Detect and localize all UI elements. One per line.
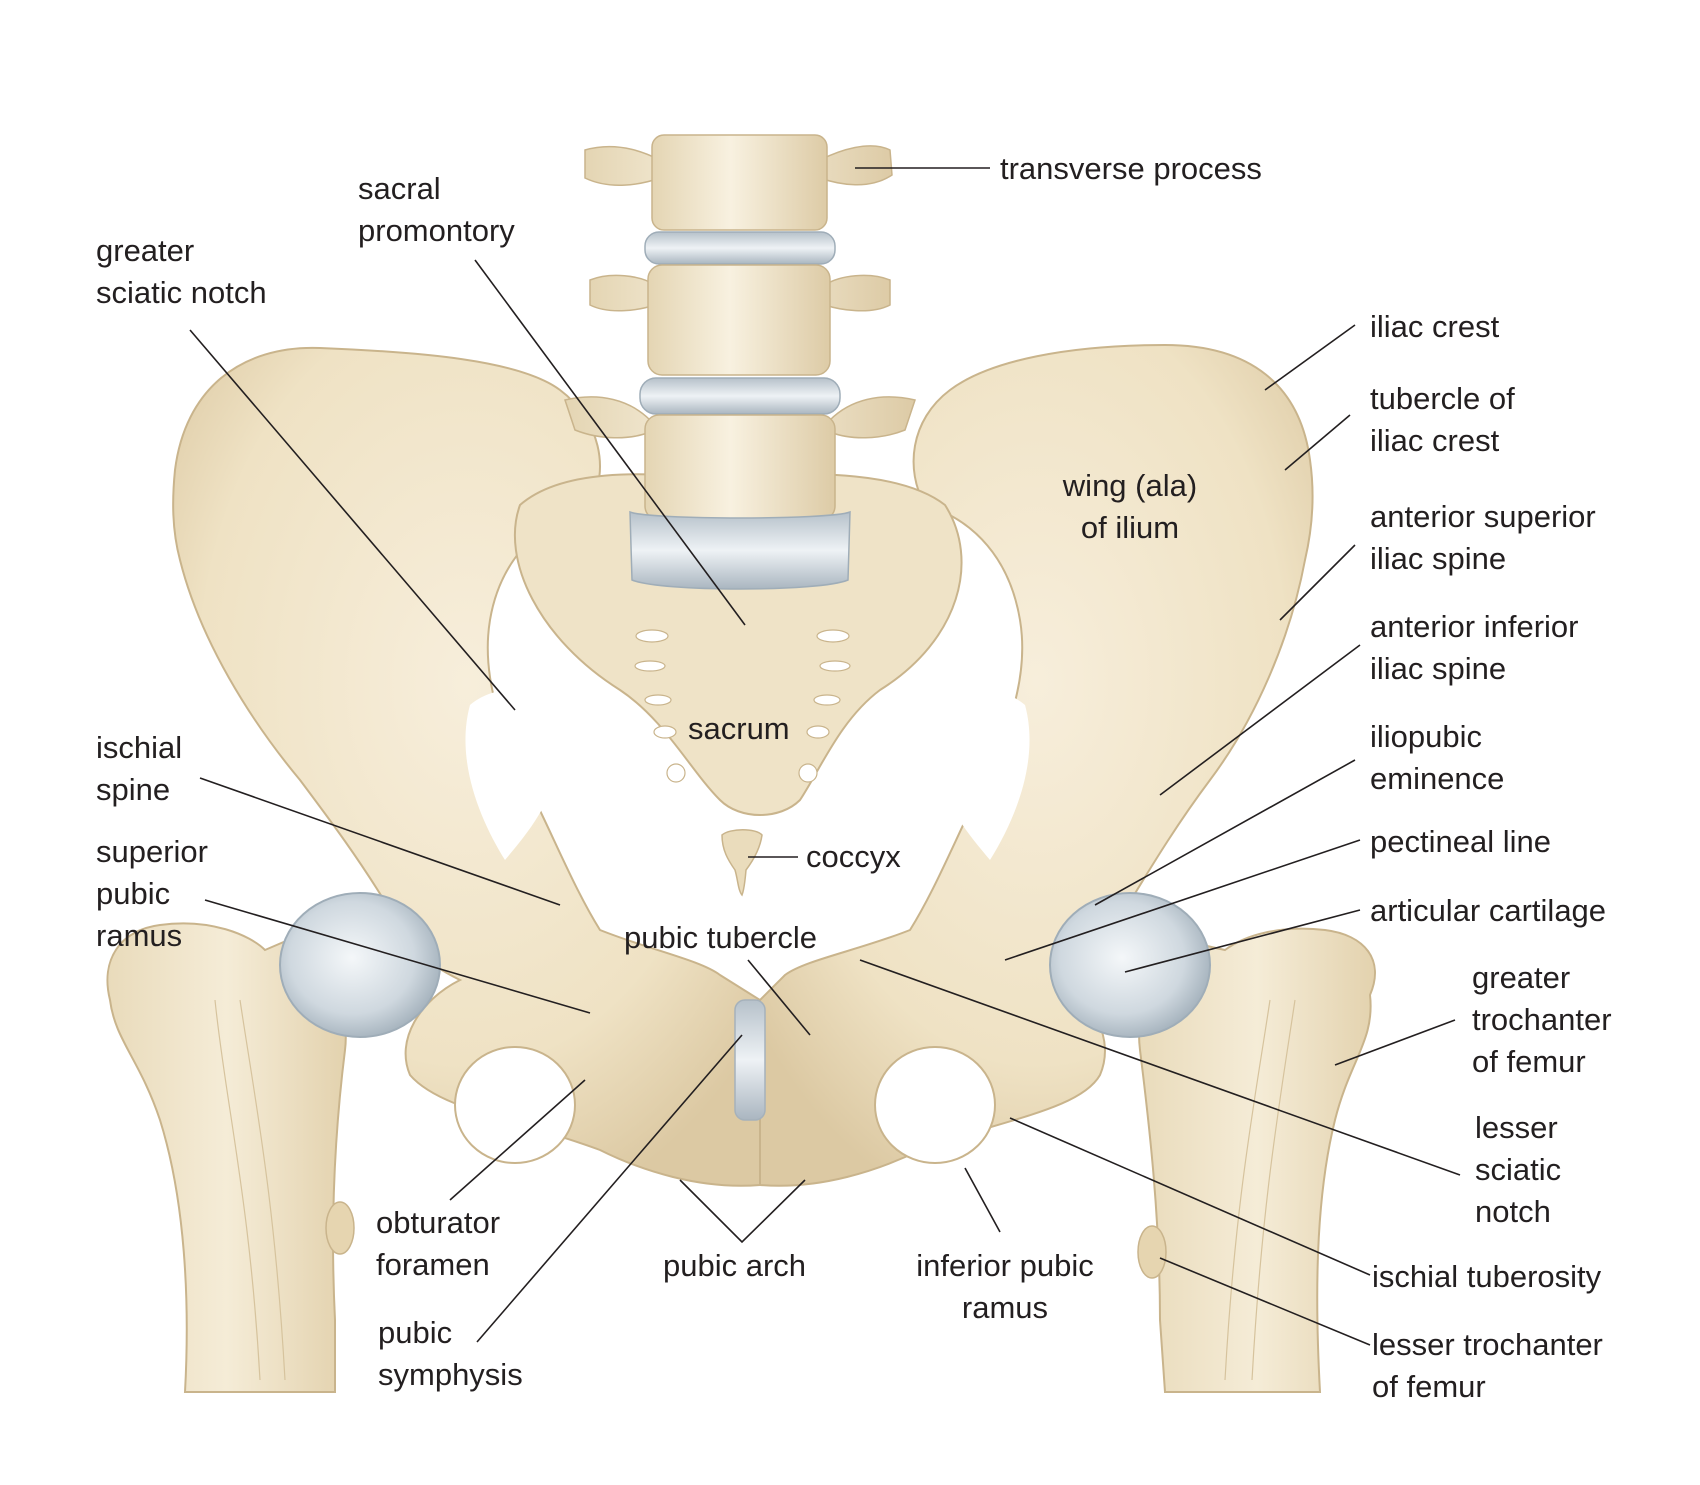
label-line: promontory (358, 213, 515, 248)
leader-ischial-tuberosity (1009, 1117, 1371, 1276)
label-anterior-inferior-iliac-spine: anterior inferior iliac spine (1370, 606, 1578, 690)
leader-greater-sciatic-notch (189, 329, 516, 711)
leader-obturator-foramen (449, 1079, 586, 1201)
label-line: iliac crest (1370, 423, 1500, 458)
leader-pubic-symphysis (476, 1034, 743, 1343)
label-line: sciatic notch (96, 275, 267, 310)
label-line: trochanter (1472, 1002, 1612, 1037)
leader-pubic-arch (679, 1179, 806, 1244)
label-line: iliac spine (1370, 541, 1507, 576)
right-sciatic-notch (934, 690, 1030, 860)
label-line: of ilium (1080, 510, 1180, 545)
label-line: sacrum (688, 711, 790, 746)
label-line: anterior inferior (1370, 609, 1579, 644)
leader-pectineal-line (1004, 839, 1361, 961)
label-line: of femur (1472, 1044, 1586, 1079)
leader-lines (189, 167, 1461, 1346)
leader-superior-pubic-ramus (204, 899, 591, 1014)
label-line: spine (96, 772, 171, 807)
leader-aiis (1159, 644, 1361, 796)
label-iliopubic-eminence: iliopubic eminence (1370, 716, 1504, 800)
leader-greater-trochanter (1334, 1019, 1456, 1066)
label-pubic-arch: pubic arch (663, 1245, 806, 1287)
label-superior-pubic-ramus: superior pubic ramus (96, 831, 208, 957)
right-hip-bone (759, 343, 1314, 1187)
label-pubic-tubercle: pubic tubercle (624, 917, 817, 959)
label-wing-of-ilium: wing (ala) of ilium (1050, 465, 1210, 549)
label-line: sciatic (1475, 1152, 1562, 1187)
label-greater-trochanter: greater trochanter of femur (1472, 957, 1612, 1083)
label-anterior-superior-iliac-spine: anterior superior iliac spine (1370, 496, 1596, 580)
leader-iliac-crest (1264, 324, 1356, 391)
label-line: wing (ala) (1062, 468, 1198, 503)
label-line: inferior pubic (916, 1248, 1094, 1283)
leader-asis (1279, 544, 1356, 621)
label-transverse-process: transverse process (1000, 148, 1262, 190)
label-sacrum: sacrum (688, 708, 790, 750)
label-line: greater (1472, 960, 1571, 995)
label-line: coccyx (806, 839, 901, 874)
pubic-symphysis-cartilage (734, 999, 766, 1121)
label-line: symphysis (378, 1357, 523, 1392)
label-sacral-promontory: sacral promontory (358, 168, 515, 252)
left-femoral-head (279, 892, 441, 1038)
label-line: articular cartilage (1370, 893, 1607, 928)
leader-tubercle-iliac-crest (1284, 414, 1351, 471)
label-line: pectineal line (1370, 824, 1551, 859)
label-line: lesser trochanter (1372, 1327, 1603, 1362)
leader-inferior-pubic-ramus (964, 1167, 1001, 1233)
label-line: iliac crest (1370, 309, 1500, 344)
label-ischial-spine: ischial spine (96, 727, 182, 811)
left-femur (106, 922, 355, 1393)
leader-iliopubic-eminence (1094, 759, 1356, 906)
label-inferior-pubic-ramus: inferior pubic ramus (900, 1245, 1110, 1329)
label-line: ischial tuberosity (1372, 1259, 1602, 1294)
label-line: anterior superior (1370, 499, 1596, 534)
label-line: of femur (1372, 1369, 1486, 1404)
label-line: pubic (378, 1315, 453, 1350)
label-coccyx: coccyx (806, 836, 901, 878)
label-line: ramus (961, 1290, 1049, 1325)
label-lesser-trochanter: lesser trochanter of femur (1372, 1324, 1603, 1408)
leader-sacral-promontory (474, 259, 746, 626)
leader-articular-cartilage (1124, 909, 1361, 973)
label-pubic-symphysis: pubic symphysis (378, 1312, 523, 1396)
label-line: tubercle of (1370, 381, 1515, 416)
label-lesser-sciatic-notch: lesser sciatic notch (1475, 1107, 1561, 1233)
label-line: iliopubic (1370, 719, 1483, 754)
label-obturator-foramen: obturator foramen (376, 1202, 500, 1286)
leader-pubic-tubercle (747, 959, 811, 1036)
label-line: superior (96, 834, 208, 869)
left-hip-bone (172, 346, 761, 1187)
label-line: foramen (376, 1247, 490, 1282)
label-iliac-crest: iliac crest (1370, 306, 1499, 348)
label-pectineal-line: pectineal line (1370, 821, 1551, 863)
label-line: ischial (96, 730, 183, 765)
label-line: transverse process (1000, 151, 1262, 186)
label-tubercle-iliac-crest: tubercle of iliac crest (1370, 378, 1515, 462)
label-line: lesser (1475, 1110, 1558, 1145)
lumbar-vertebrae (564, 134, 916, 590)
label-line: pubic tubercle (624, 920, 818, 955)
label-ischial-tuberosity: ischial tuberosity (1372, 1256, 1601, 1298)
leader-ischial-spine (199, 777, 561, 906)
label-line: notch (1475, 1194, 1551, 1229)
label-line: eminence (1370, 761, 1505, 796)
leader-pubic-tubercle-2 (859, 959, 1461, 1176)
label-line: ramus (96, 918, 183, 953)
right-femoral-head (1049, 892, 1211, 1038)
label-line: obturator (376, 1205, 501, 1240)
right-femur (1137, 927, 1376, 1393)
leader-lesser-trochanter (1159, 1257, 1371, 1346)
label-line: iliac spine (1370, 651, 1507, 686)
label-line: pubic (96, 876, 171, 911)
label-articular-cartilage: articular cartilage (1370, 890, 1606, 932)
label-line: sacral (358, 171, 441, 206)
label-greater-sciatic-notch: greater sciatic notch (96, 230, 267, 314)
label-line: pubic arch (663, 1248, 807, 1283)
label-line: greater (96, 233, 195, 268)
coccyx (721, 829, 763, 897)
left-sciatic-notch (465, 690, 561, 860)
